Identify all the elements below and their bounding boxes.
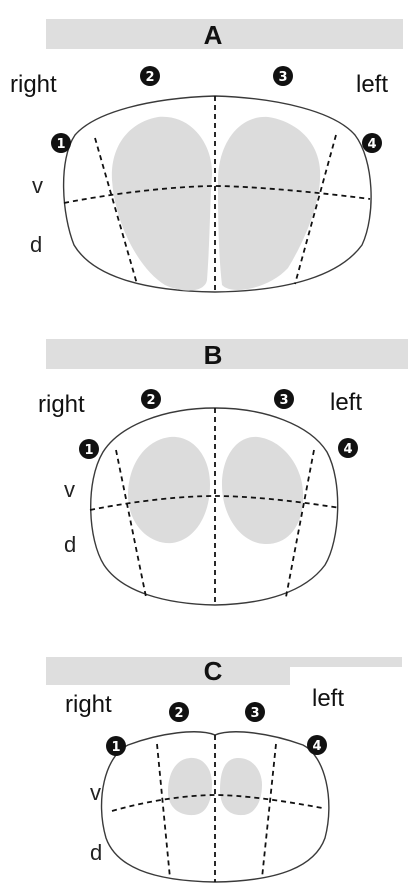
panel-a-marker-1: 1 [51, 133, 71, 153]
marker-number: 1 [56, 137, 65, 152]
panel-b-boundary-4 [285, 449, 315, 598]
panel-c-dorsoventral-boundary [111, 794, 323, 812]
panel-a-heading: A [204, 20, 223, 50]
marker-number: 4 [343, 442, 352, 457]
marker-badge [140, 66, 160, 86]
marker-badge [51, 133, 71, 153]
panel-a-boundary-1 [94, 137, 138, 285]
marker-badge [169, 702, 189, 722]
marker-number: 3 [279, 393, 288, 408]
panel-c-right-label: right [65, 691, 112, 718]
panel-a: A right left v d 1 2 3 4 [10, 19, 403, 293]
panel-b: B right left v d 1 2 3 4 [38, 339, 408, 606]
marker-badge [274, 389, 294, 409]
panel-c-header-bar-right [290, 657, 402, 667]
panel-a-left-gray-region [218, 116, 321, 290]
panel-c-right-gray-region [168, 757, 212, 816]
panel-b-marker-4: 4 [338, 438, 358, 458]
panel-a-marker-3: 3 [273, 66, 293, 86]
panel-b-right-label: right [38, 391, 85, 418]
marker-badge [338, 438, 358, 458]
panel-b-marker-1: 1 [79, 439, 99, 459]
marker-number: 4 [312, 739, 321, 754]
panel-b-right-gray-region [128, 436, 210, 544]
panel-a-marker-4: 4 [362, 133, 382, 153]
marker-number: 1 [111, 740, 120, 755]
panel-b-left-label: left [330, 389, 362, 416]
panel-c-marker-3: 3 [245, 702, 265, 722]
panel-c-marker-2: 2 [169, 702, 189, 722]
marker-number: 2 [174, 706, 183, 721]
panel-c-marker-1: 1 [106, 736, 126, 756]
panel-a-right-label: right [10, 71, 57, 98]
marker-badge [141, 389, 161, 409]
panel-b-boundary-1 [115, 449, 147, 598]
marker-number: 1 [84, 443, 93, 458]
panel-c-left-gray-region [220, 757, 262, 816]
panel-c-left-label: left [312, 685, 344, 712]
panel-c-ventral-label: v [90, 780, 101, 805]
panel-b-left-gray-region [222, 436, 304, 545]
panel-c-boundary-4 [261, 743, 277, 879]
panel-b-ventral-label: v [64, 477, 75, 502]
marker-number: 3 [278, 70, 287, 85]
panel-c-heading: C [204, 656, 223, 686]
panel-b-dorsoventral-boundary [89, 495, 341, 511]
panel-a-ventral-label: v [32, 173, 43, 198]
panel-c-marker-4: 4 [307, 735, 327, 755]
panel-c: C right left v d 1 2 3 4 [46, 656, 402, 883]
panel-a-header-bar [46, 19, 403, 49]
panel-a-boundary-4 [294, 134, 337, 285]
panel-c-dorsal-label: d [90, 840, 102, 865]
panel-a-left-label: left [356, 71, 388, 98]
marker-badge [106, 736, 126, 756]
marker-badge [245, 702, 265, 722]
panel-b-dorsal-label: d [64, 532, 76, 557]
panel-b-header-bar [46, 339, 408, 369]
panel-a-dorsoventral-boundary [63, 185, 371, 204]
marker-badge [362, 133, 382, 153]
panel-b-heading: B [204, 340, 223, 370]
marker-number: 2 [146, 393, 155, 408]
panel-c-header-bar-left [46, 657, 290, 685]
marker-number: 4 [367, 137, 376, 152]
marker-number: 3 [250, 706, 259, 721]
panel-b-marker-3: 3 [274, 389, 294, 409]
marker-badge [307, 735, 327, 755]
panel-a-marker-2: 2 [140, 66, 160, 86]
marker-number: 2 [145, 70, 154, 85]
panel-b-marker-2: 2 [141, 389, 161, 409]
marker-badge [273, 66, 293, 86]
panel-a-dorsal-label: d [30, 232, 42, 257]
panel-a-right-gray-region [111, 116, 213, 291]
panel-c-boundary-1 [156, 743, 171, 879]
marker-badge [79, 439, 99, 459]
